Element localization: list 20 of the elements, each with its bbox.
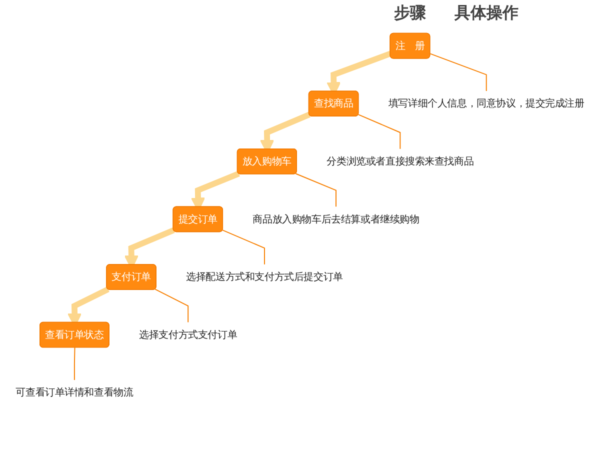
step-box: 查看订单状态 <box>40 322 110 348</box>
step-box: 查找商品 <box>308 90 359 116</box>
step-box: 注 册 <box>390 32 430 59</box>
step-box: 提交订单 <box>172 206 224 232</box>
step-box: 支付订单 <box>106 264 156 290</box>
connector-line <box>154 288 189 323</box>
connector-line <box>295 173 336 208</box>
connector-line <box>358 114 401 150</box>
column-header: 步骤 <box>394 3 426 24</box>
description-text: 分类浏览或者直接搜索来查找商品 <box>326 155 474 168</box>
connector-line <box>430 53 487 92</box>
description-text: 选择支付方式支付订单 <box>139 328 238 340</box>
connector-line <box>222 230 265 265</box>
connector-line <box>74 347 76 380</box>
description-text: 商品放入购物车后去结算或者继续购物 <box>252 213 420 225</box>
description-text: 选择配送方式和支付方式后提交订单 <box>186 270 343 283</box>
description-text: 可查看订单详情和查看物流 <box>16 386 134 398</box>
description-text: 填写详细个人信息，同意协议，提交完成注册 <box>388 98 584 110</box>
column-header: 具体操作 <box>454 3 518 24</box>
step-box: 放入购物车 <box>236 148 297 174</box>
